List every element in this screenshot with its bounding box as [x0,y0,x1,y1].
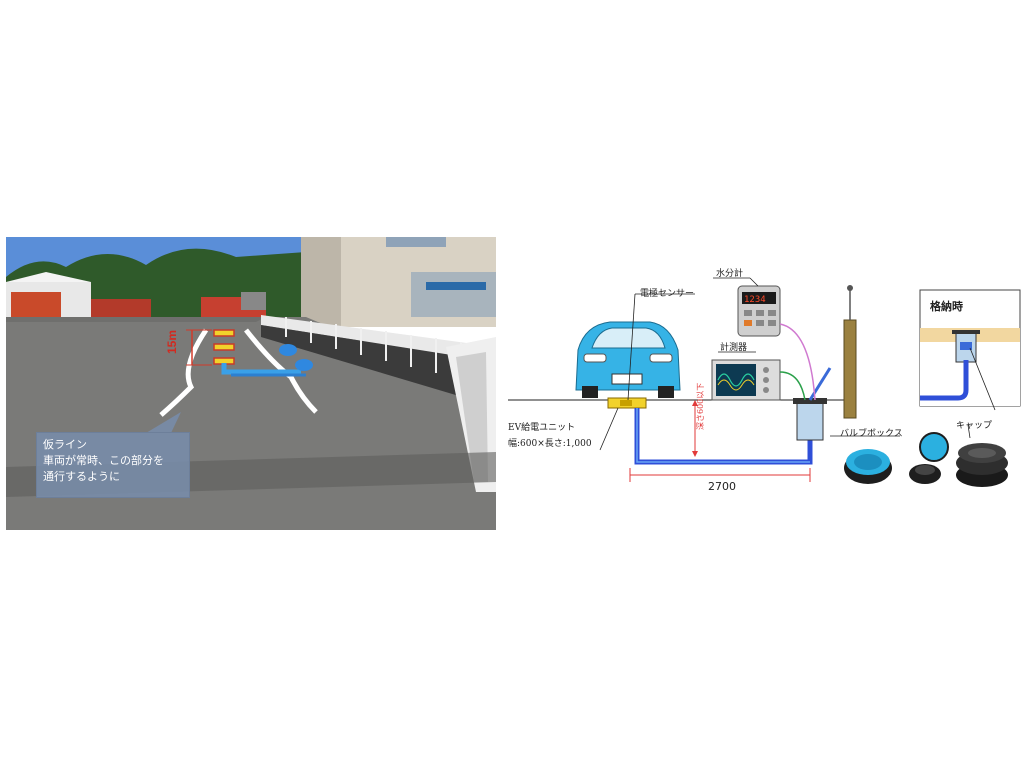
water-meter-label: 水分計 [716,266,743,279]
diagram-illustration: 深さ600以下 2700 1234 [500,250,1024,550]
water-meter-icon: 1234 [738,286,780,336]
callout-line-2: 車両が常時、この部分を [43,453,183,469]
instrument-icon [712,360,780,400]
ev-unit-size-label: 幅:600×長さ:1,000 [508,436,592,449]
callout-line-1: 仮ライン [43,437,183,453]
valve-box-label: バルブボックス [840,426,903,439]
cap-icon [956,443,1008,487]
valve-box-parts-icon [844,433,948,484]
system-diagram: 深さ600以下 2700 1234 [500,250,1024,550]
distance-label: 15m [165,330,179,354]
meter-reading: 1234 [744,295,766,305]
depth-label: 深さ600以下 [696,383,705,430]
ev-car-icon [576,322,680,398]
instrument-label: 計測器 [720,340,747,353]
span-label: 2700 [708,480,736,493]
electrode-sensor-label: 電極センサー [640,286,694,299]
cap-label: キャップ [956,418,992,431]
ev-unit-label: EV給電ユニット [508,420,575,433]
stored-state-label: 格納時 [930,298,963,314]
callout-line-3: 通行するように [43,469,183,485]
temporary-line-callout: 仮ライン 車両が常時、この部分を 通行するように [36,432,190,498]
